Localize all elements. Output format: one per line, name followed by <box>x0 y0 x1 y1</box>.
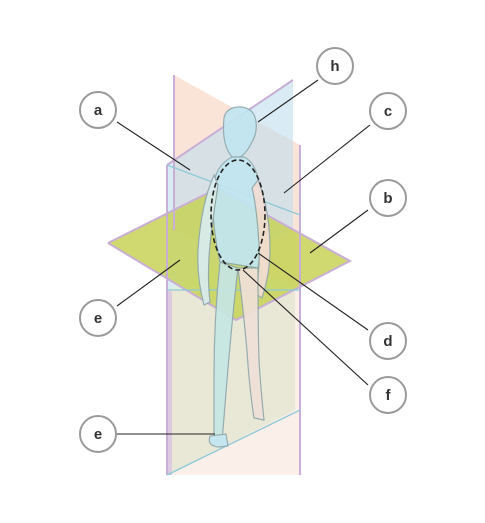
callout-a: a <box>79 91 117 129</box>
callout-d: d <box>369 322 407 360</box>
figure-left-arm <box>197 173 219 306</box>
trunk-dashed-outline <box>210 159 266 271</box>
figure-torso <box>212 156 262 269</box>
callout-e-upper-label: e <box>94 310 102 327</box>
callout-b: b <box>369 179 407 217</box>
callout-a-label: a <box>94 102 103 119</box>
callout-c-label: c <box>384 103 392 120</box>
leader-lines <box>116 79 371 435</box>
frontal-lower-edge-left <box>167 290 172 475</box>
callout-d-label: d <box>383 333 392 350</box>
callout-h: h <box>316 47 354 85</box>
callout-f: f <box>369 376 407 414</box>
human-figure <box>197 106 271 448</box>
callout-f-label: f <box>386 387 392 404</box>
sagittal-plane-lower <box>167 290 300 475</box>
callout-b-label: b <box>383 190 392 207</box>
plane-edges <box>107 75 353 475</box>
callout-c: c <box>369 92 407 130</box>
callout-h-label: h <box>330 58 339 75</box>
figure-right-leg <box>237 267 265 421</box>
callout-e-lower-label: e <box>94 426 102 443</box>
callout-e-lower: e <box>79 415 117 453</box>
figure-left-foot <box>208 433 229 448</box>
figure-head <box>222 106 257 158</box>
callout-e-upper: e <box>79 299 117 337</box>
